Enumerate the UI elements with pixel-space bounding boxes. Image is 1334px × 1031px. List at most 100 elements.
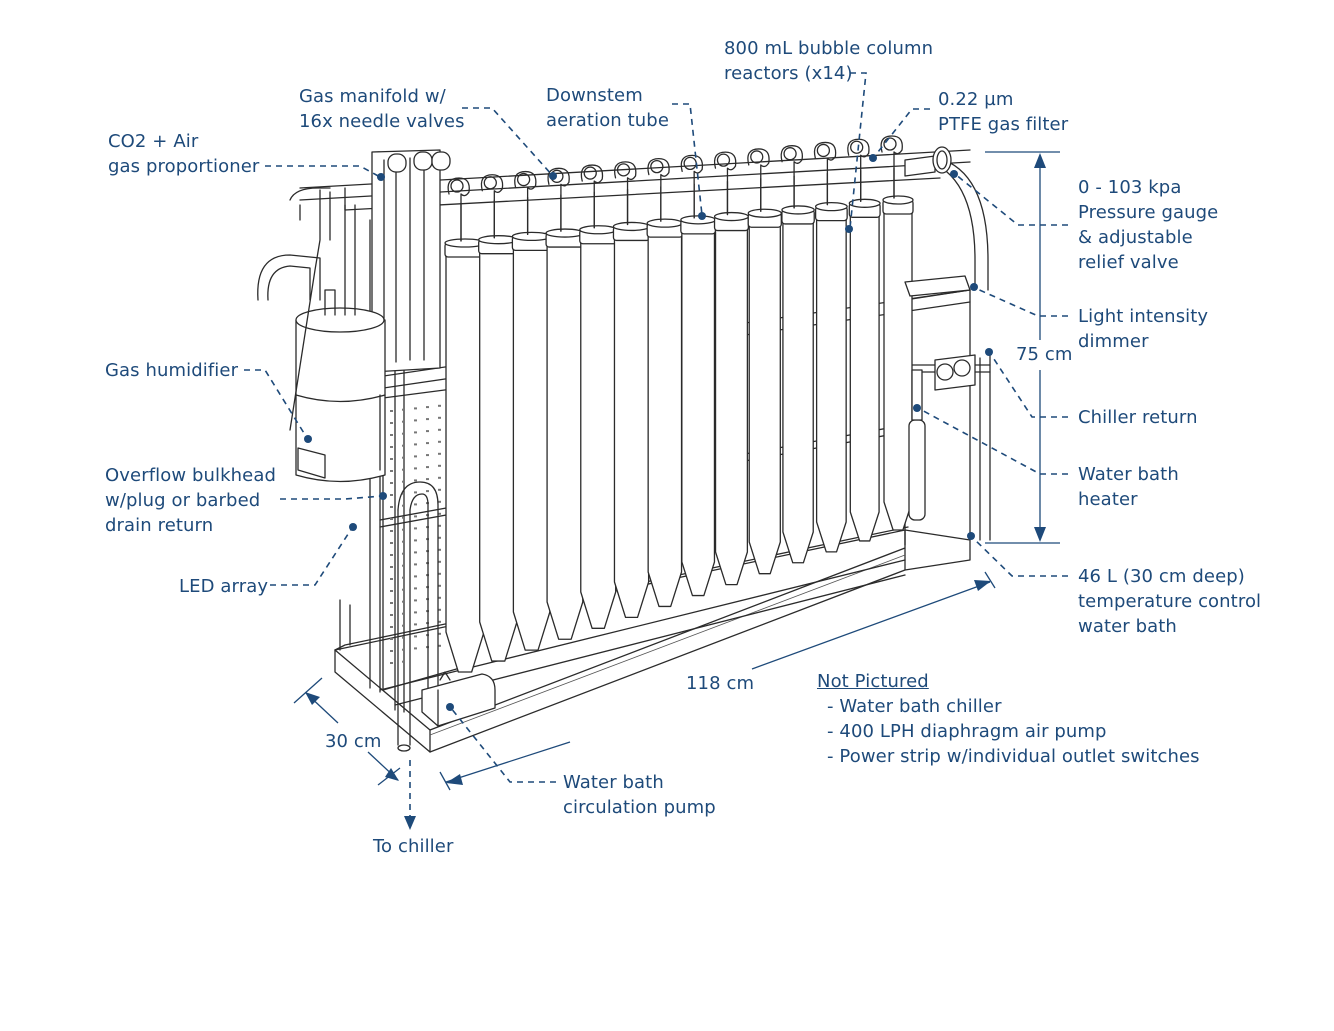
led-hole — [438, 644, 441, 647]
led-hole — [402, 588, 405, 591]
led-hole — [402, 408, 405, 411]
manifold-loop — [780, 145, 804, 209]
led-hole — [414, 623, 417, 626]
led-hole — [414, 443, 417, 446]
led-hole — [402, 444, 405, 447]
label-gas-manifold: Gas manifold w/16x needle valves — [299, 86, 465, 132]
label-gas-humidifier: Gas humidifier — [105, 360, 239, 381]
led-hole — [414, 563, 417, 566]
bubble-column-reactor — [747, 178, 782, 575]
led-hole — [414, 407, 417, 410]
not-pictured-list: Not Pictured - Water bath chiller - 400 … — [817, 669, 1200, 769]
manifold-loop — [880, 135, 903, 199]
led-hole — [438, 512, 441, 515]
led-hole — [438, 572, 441, 575]
to-chiller-arrow — [404, 760, 416, 830]
led-hole — [438, 536, 441, 539]
reactor-tubes — [444, 167, 914, 673]
not-pictured-item: - Water bath chiller — [827, 696, 1002, 717]
led-hole — [438, 416, 441, 419]
led-hole — [390, 638, 393, 640]
manifold-loop — [813, 141, 837, 206]
led-hole — [390, 602, 393, 604]
bubble-column-reactor — [781, 175, 815, 564]
led-hole — [390, 506, 393, 508]
led-hole — [414, 551, 417, 554]
led-hole — [390, 566, 393, 568]
manifold-loop — [514, 170, 537, 236]
led-hole — [426, 490, 429, 493]
led-hole — [414, 575, 417, 578]
led-hole — [414, 455, 417, 458]
led-hole — [414, 647, 417, 650]
led-hole — [402, 528, 405, 531]
led-hole — [438, 548, 441, 551]
led-hole — [390, 458, 393, 460]
manifold-loop — [614, 161, 637, 226]
manifold-loop — [713, 151, 737, 216]
led-hole — [414, 599, 417, 602]
led-hole — [402, 516, 405, 519]
manifold-loop — [480, 174, 504, 239]
label-led-array: LED array — [179, 576, 269, 597]
led-hole — [414, 419, 417, 422]
led-hole — [438, 608, 441, 611]
bubble-column-reactor — [444, 202, 486, 673]
led-hole — [426, 466, 429, 469]
led-hole — [438, 524, 441, 527]
led-hole — [402, 576, 405, 579]
manifold-loop — [447, 177, 470, 242]
not-pictured-title: Not Pictured — [817, 671, 929, 692]
led-hole — [414, 587, 417, 590]
led-hole — [438, 584, 441, 587]
dimension-75cm — [985, 151, 1060, 544]
led-hole — [438, 440, 441, 443]
led-hole — [438, 560, 441, 563]
led-hole — [426, 406, 429, 409]
led-hole — [390, 410, 393, 412]
led-hole — [402, 504, 405, 507]
led-hole — [414, 503, 417, 506]
led-hole — [402, 420, 405, 423]
circulation-pump — [421, 671, 496, 727]
water-bath-heater — [908, 369, 926, 521]
label-chiller-return: Chiller return — [1078, 407, 1198, 428]
bubble-column-reactor — [713, 180, 750, 586]
bubble-column-reactor — [612, 188, 651, 619]
manifold-loop — [847, 138, 870, 202]
gas-humidifier — [257, 187, 386, 483]
led-hole — [402, 624, 405, 627]
dimension-30cm — [293, 677, 401, 786]
led-hole — [414, 467, 417, 470]
led-hole — [426, 418, 429, 421]
light-dimmer-box — [904, 275, 971, 297]
led-hole — [402, 468, 405, 471]
led-hole — [438, 428, 441, 431]
led-hole — [390, 446, 393, 448]
led-hole — [390, 434, 393, 436]
led-hole — [402, 564, 405, 567]
bubble-column-reactor — [478, 199, 519, 662]
led-hole — [402, 540, 405, 543]
led-hole — [402, 660, 405, 663]
led-hole — [426, 430, 429, 433]
manifold-tubing-loops — [447, 135, 903, 242]
bubble-column-reactor — [882, 167, 914, 531]
led-hole — [438, 620, 441, 623]
led-hole — [390, 494, 393, 496]
label-length-118cm: 118 cm — [686, 673, 755, 694]
led-hole — [438, 632, 441, 635]
bubble-column-reactor — [579, 191, 618, 629]
bubble-column-reactor — [545, 194, 585, 640]
bubble-column-reactor — [511, 196, 552, 651]
led-hole — [402, 612, 405, 615]
chiller-return-fitting — [934, 354, 976, 391]
led-hole — [402, 492, 405, 495]
led-hole — [438, 596, 441, 599]
label-height-75cm: 75 cm — [1016, 342, 1073, 367]
led-hole — [402, 456, 405, 459]
